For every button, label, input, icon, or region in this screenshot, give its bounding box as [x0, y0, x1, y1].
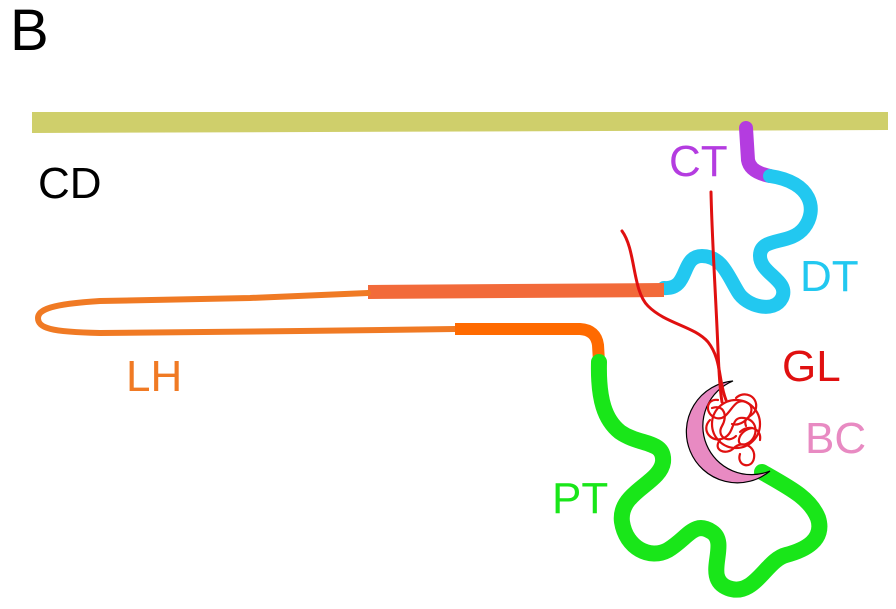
panel-letter: B	[10, 0, 49, 63]
label-connecting-tubule: CT	[669, 137, 728, 186]
glomerulus-efferent-arteriole	[709, 190, 724, 404]
loop-of-henle-thick-descending	[455, 323, 605, 363]
bowmans-capsule	[685, 380, 771, 484]
distal-tubule	[657, 169, 818, 314]
loop-of-henle-thin-limbs	[35, 290, 458, 336]
label-loop-of-henle: LH	[126, 352, 183, 401]
label-distal-tubule: DT	[800, 252, 859, 301]
glomerulus-tuft	[705, 393, 762, 467]
label-glomerulus: GL	[782, 342, 841, 391]
label-bowmans-capsule: BC	[805, 414, 867, 463]
label-proximal-tubule: PT	[552, 474, 609, 523]
loop-of-henle-thick-ascending	[368, 283, 664, 299]
collecting-duct	[32, 112, 888, 133]
label-collecting-duct: CD	[38, 159, 102, 208]
proximal-tubule	[590, 354, 828, 598]
connecting-tubule	[739, 121, 777, 183]
